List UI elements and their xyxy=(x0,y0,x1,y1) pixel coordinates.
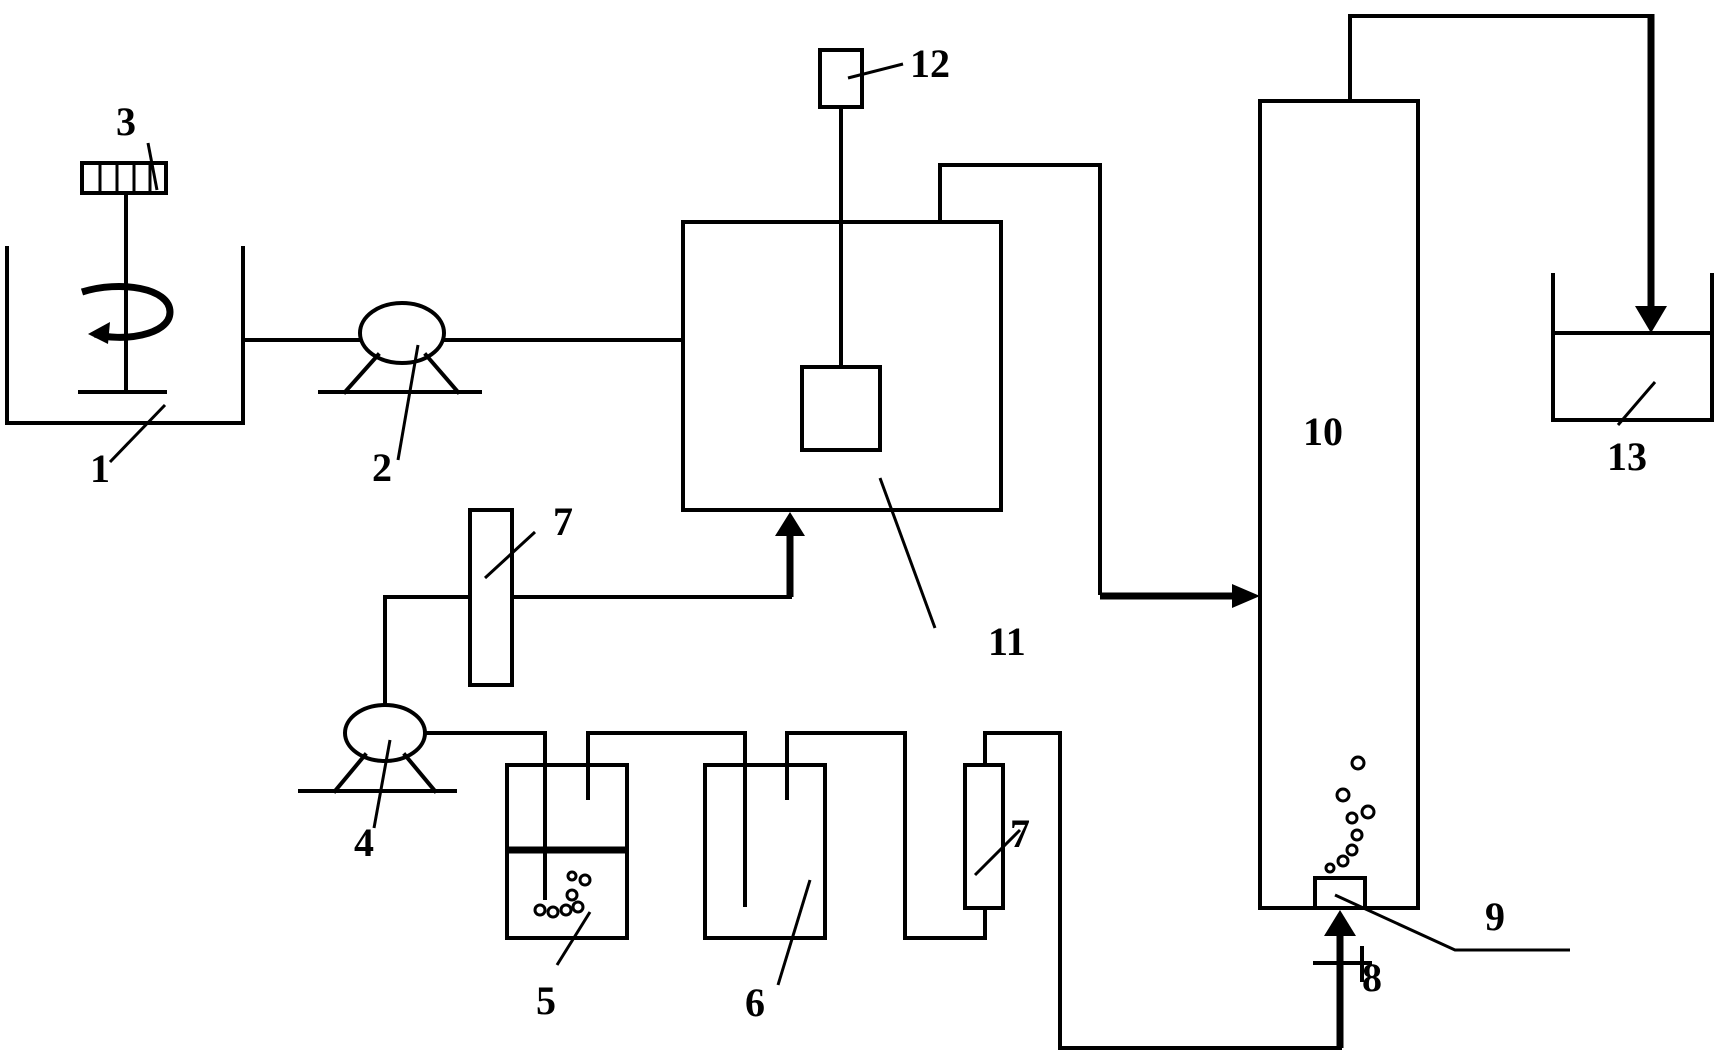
air-inlet-arrowhead-icon xyxy=(1324,910,1356,936)
flowmeter-7-upper xyxy=(468,508,537,687)
flow-arrowhead-icon xyxy=(1232,584,1260,608)
label-12: 12 xyxy=(910,41,950,86)
label-13: 13 xyxy=(1607,434,1647,479)
label-11: 11 xyxy=(988,619,1026,664)
valve-8 xyxy=(1313,946,1372,982)
bottle-bubbles-icon xyxy=(533,870,592,919)
label-3: 3 xyxy=(116,99,136,144)
label-1: 1 xyxy=(90,446,110,491)
label-2: 2 xyxy=(372,445,392,490)
sensor-12 xyxy=(818,48,904,109)
rotation-arrow-icon xyxy=(80,283,174,341)
gas-inlet-arrowhead-icon xyxy=(775,512,805,536)
column-10 xyxy=(1258,99,1420,910)
label-7-lower: 7 xyxy=(1010,811,1030,856)
label-7-upper: 7 xyxy=(553,499,573,544)
label-9: 9 xyxy=(1485,894,1505,939)
pump-2 xyxy=(318,301,482,461)
bubbles-icon xyxy=(1324,755,1376,874)
outflow-arrowhead-icon xyxy=(1635,306,1667,333)
label-5: 5 xyxy=(536,978,556,1023)
collector-13 xyxy=(1551,273,1714,426)
label-8: 8 xyxy=(1362,955,1382,1000)
label-10: 10 xyxy=(1303,409,1343,454)
stirrer-3 xyxy=(80,142,174,394)
tank-1 xyxy=(5,246,245,464)
pump-4 xyxy=(298,703,457,829)
label-4: 4 xyxy=(354,820,374,865)
bottle-6 xyxy=(703,731,987,986)
diffuser-9 xyxy=(1313,876,1570,952)
bottle-5 xyxy=(505,731,747,966)
reactor-11 xyxy=(681,105,1003,629)
label-6: 6 xyxy=(745,980,765,1025)
rotation-arrowhead-icon xyxy=(88,322,110,344)
